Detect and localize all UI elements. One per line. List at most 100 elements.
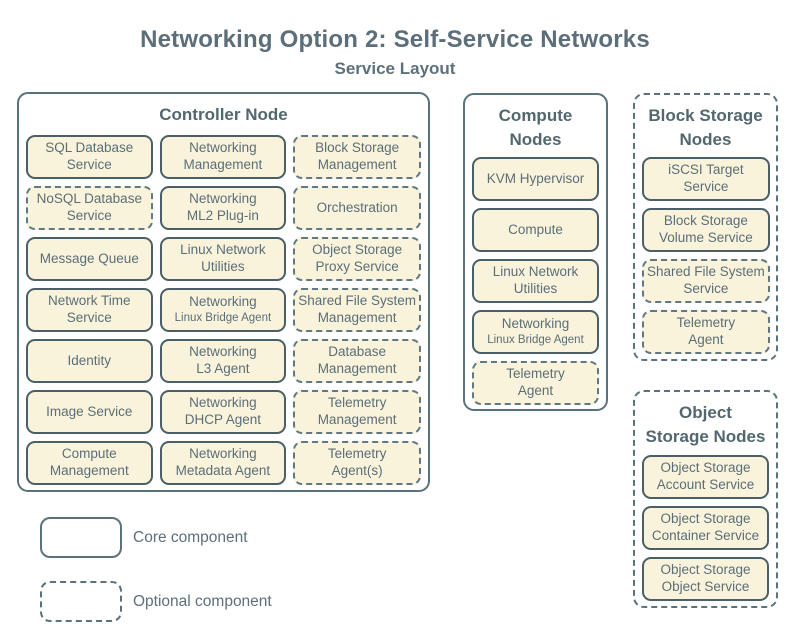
service-label-line: Networking [189,294,257,310]
service-label-line: Container Service [651,528,760,543]
node-header-line: Compute [498,106,573,125]
service-label-line: Identity [67,352,112,368]
service-label-line: Telemetry [327,446,387,462]
service-label-subline: Linux Bridge Agent [174,311,272,324]
service-label-line: Message Queue [39,250,139,266]
service-label-line: Block Storage [663,213,748,229]
service-label-line: Networking [189,446,257,462]
service-label-line: Networking [189,140,257,156]
service-label-line: Service [66,208,112,223]
service-label-line: Management [49,463,129,478]
node-header-line: Storage Nodes [645,426,766,446]
service-label-line: Networking [189,395,257,411]
service-label-line: Agent(s) [331,463,383,478]
node-header-line: Block Storage [648,106,763,125]
service-label-line: Metadata Agent [175,463,271,478]
service-label-line: Agent [688,332,724,347]
service-label-line: SQL Database [45,140,134,156]
service-label-line: Account Service [656,477,755,492]
service-label-line: Shared File System [298,293,416,309]
service-label-line: DHCP Agent [184,412,262,427]
node-header-line: Controller Node [159,105,288,124]
service-label-line: L3 Agent [196,361,250,376]
service-label-line: KVM Hypervisor [486,170,585,186]
service-box: KVM Hypervisor [472,157,599,201]
service-label-line: Block Storage [315,140,400,156]
service-label-line: Agent [517,383,554,398]
service-label-line: Object Storage [660,511,751,527]
diagram-subtitle: Service Layout [334,59,456,78]
node-header-line: Nodes [679,129,732,149]
service-label-line: Database [328,344,386,360]
legend-item: Core component [40,517,248,558]
service-label-line: Service [683,281,729,296]
service-label-line: Volume Service [659,230,753,245]
service-label-line: Service [683,179,729,194]
service-label-line: iSCSI Target [668,162,744,178]
service-label-line: Object Storage [312,242,403,258]
service-label-line: Service [66,310,112,325]
service-box: Identity [26,339,153,383]
service-label-line: Shared File System [647,264,765,280]
service-label-line: Service [66,157,112,172]
node-header-line: Object [679,403,732,422]
service-label-line: Utilities [513,281,558,296]
node-header: Controller Node [19,103,428,127]
legend-label: Core component [133,528,248,546]
core-component-swatch [40,517,122,558]
service-label-line: Management [317,310,397,325]
node-header-line: Nodes [509,129,562,149]
service-label-line: Utilities [201,259,245,274]
service-label-line: NoSQL Database [36,191,142,207]
service-label-line: Object Storage [660,460,751,476]
service-label-line: Network Time [48,293,131,309]
service-box: Image Service [26,390,153,434]
service-label-line: Image Service [46,403,133,419]
service-label-line: Linux Network [180,242,266,258]
service-label-line: Management [317,412,397,427]
service-label-line: Object Service [661,579,750,594]
service-label-subline: Linux Bridge Agent [487,333,584,346]
diagram-title: Networking Option 2: Self-Service Networ… [140,26,650,53]
service-label-line: ML2 Plug-in [186,208,259,223]
service-label-line: Proxy Service [315,259,399,274]
service-box: Message Queue [26,237,153,281]
service-label-line: Linux Network [492,264,579,280]
service-label-line: Telemetry [327,395,387,411]
service-label-line: Compute [61,446,117,462]
service-box: Compute [472,208,599,252]
